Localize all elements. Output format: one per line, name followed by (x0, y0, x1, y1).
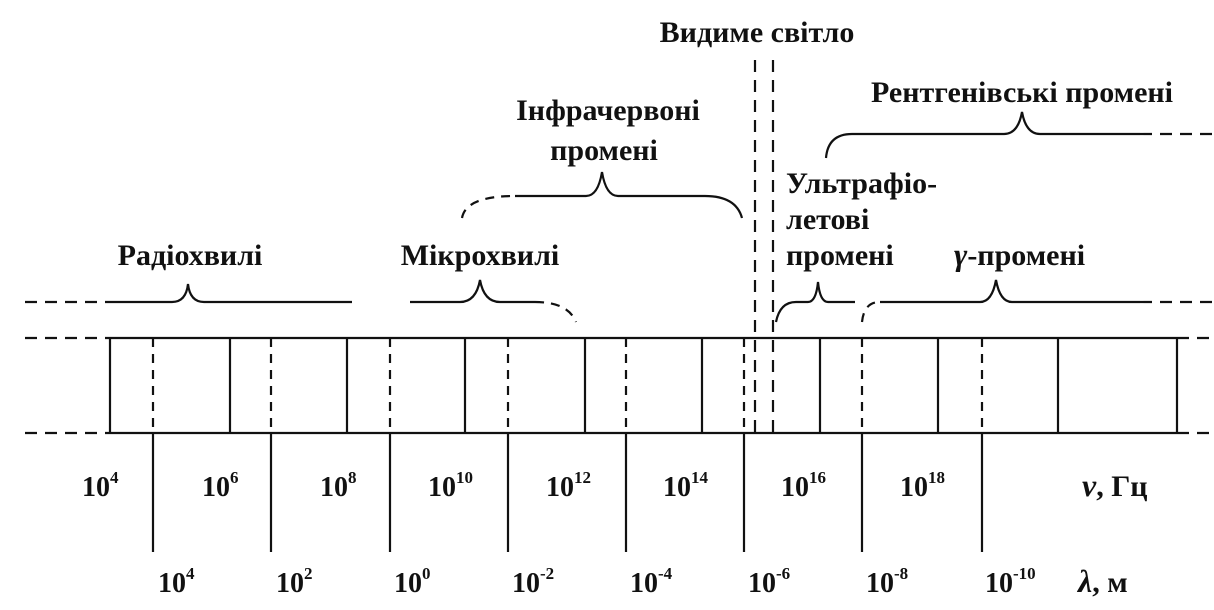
xray-label: Рентгенівські промені (871, 76, 1173, 109)
wavelength-dividers (151, 338, 984, 552)
gamma-brace (880, 279, 1140, 304)
freq-tick: 106 (202, 468, 239, 503)
radio-label: Радіохвилі (118, 239, 263, 272)
wl-tick: 10-10 (985, 564, 1036, 599)
spectrum-strip (25, 336, 1214, 435)
visible-light-label: Видиме світло (660, 16, 855, 49)
freq-tick: 1010 (428, 468, 473, 503)
wl-tick: 102 (276, 564, 313, 599)
frequency-unit: , Гц (1096, 470, 1147, 503)
nu-symbol: ν (1082, 467, 1097, 503)
ultraviolet-label-line1: Ультрафіо- (786, 167, 937, 200)
wl-tick: 100 (394, 564, 431, 599)
wl-tick: 10-2 (512, 564, 554, 599)
infrared-brace (515, 171, 744, 219)
freq-tick: 1016 (781, 468, 826, 503)
wl-tick: 10-8 (866, 564, 908, 599)
wavelength-tick-labels: 104 102 100 10-2 10-4 10-6 10-8 10-10 λ,… (158, 563, 1128, 599)
gamma-symbol: γ (954, 236, 968, 272)
freq-tick: 1012 (546, 468, 591, 503)
wl-tick: 10-6 (748, 564, 790, 599)
radio-brace (108, 283, 352, 304)
ultraviolet-brace (774, 281, 855, 323)
frequency-tick-labels: 104 106 108 1010 1012 1014 1016 1018 ν, … (82, 467, 1148, 503)
micro-brace-dashed-end (534, 300, 578, 323)
band-braces (25, 111, 1214, 323)
visible-light-column (753, 60, 775, 433)
micro-label: Мікрохвилі (401, 239, 560, 272)
frequency-dividers (108, 338, 1179, 433)
wavelength-axis-label: λ, м (1076, 563, 1128, 599)
freq-tick: 104 (82, 468, 119, 503)
micro-brace (410, 279, 535, 304)
freq-tick: 1018 (900, 468, 945, 503)
infrared-brace-dashed-start (460, 194, 516, 219)
wavelength-unit: , м (1092, 566, 1127, 599)
infrared-label-line1: Інфрачервоні (516, 94, 700, 127)
wl-tick: 104 (158, 564, 195, 599)
xray-brace (824, 111, 1140, 159)
ultraviolet-label-line2: летові (786, 203, 869, 236)
gamma-brace-dashed-start (860, 300, 881, 323)
ultraviolet-label-line3: промені (786, 239, 894, 272)
wl-tick: 10-4 (630, 564, 673, 599)
gamma-label: γ-промені (954, 236, 1085, 272)
infrared-label-line2: промені (550, 134, 658, 167)
freq-tick: 108 (320, 468, 357, 503)
freq-tick: 1014 (663, 468, 709, 503)
band-labels: Радіохвилі Мікрохвилі Інфрачервоні проме… (118, 16, 1173, 272)
lambda-symbol: λ (1076, 563, 1092, 599)
frequency-axis-label: ν, Гц (1082, 467, 1148, 503)
gamma-text: -промені (967, 239, 1085, 272)
